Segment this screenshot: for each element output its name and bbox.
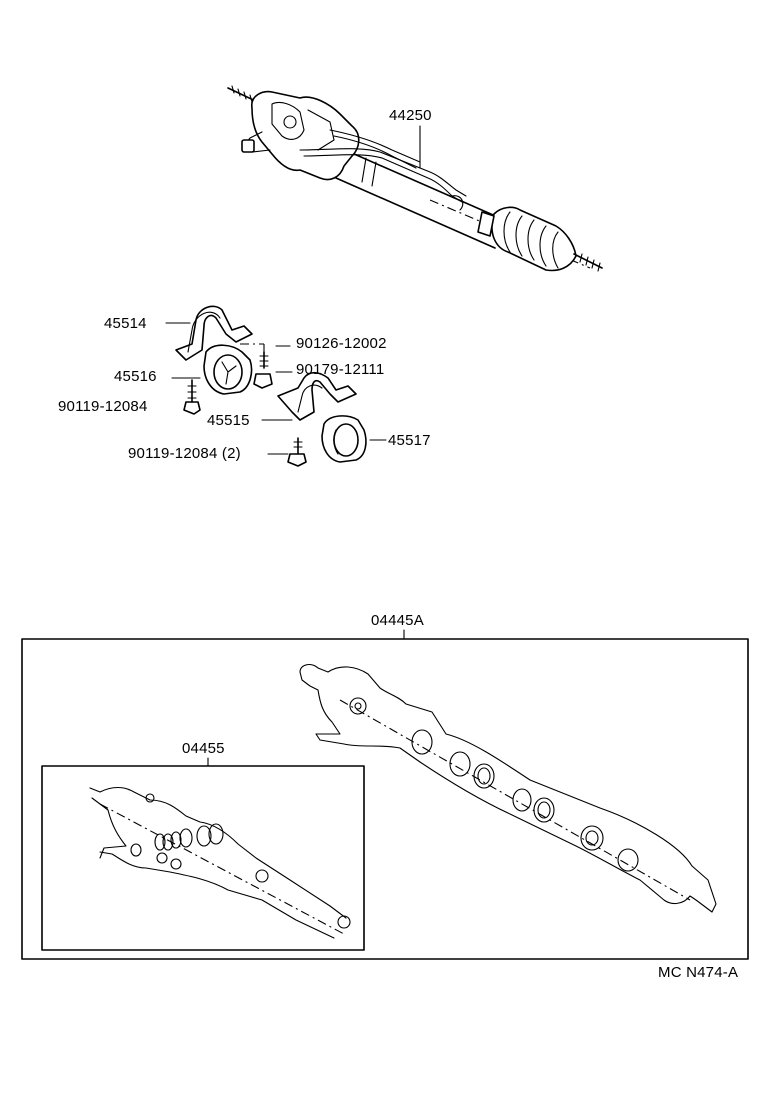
kit-04445a-rack-outline [299, 663, 717, 913]
label-45517: 45517 [388, 432, 431, 449]
screw-and-nut [240, 343, 293, 389]
grommet-45516 [171, 344, 253, 395]
label-45515: 45515 [207, 412, 250, 429]
label-44250: 44250 [389, 107, 432, 124]
kit-04445a-box [21, 638, 749, 960]
bracket-45514 [165, 305, 253, 361]
bolt-left [183, 379, 201, 415]
label-90179-12111: 90179-12111 [296, 361, 385, 378]
label-04455: 04455 [182, 740, 225, 757]
steering-rack-assembly [227, 85, 603, 272]
bracket-45515 [261, 371, 357, 421]
grommet-45517 [321, 415, 387, 463]
label-45514: 45514 [104, 315, 147, 332]
kit-04455-rack-outline [89, 786, 351, 939]
label-04445a: 04445A [371, 612, 424, 629]
label-90119-12084-lower: 90119-12084 (2) [128, 445, 241, 462]
kit-04455-box [41, 765, 365, 951]
label-90119-12084-left: 90119-12084 [58, 398, 148, 415]
label-90126-12002: 90126-12002 [296, 335, 387, 352]
diagram-code: MC N474-A [658, 964, 739, 981]
label-45516: 45516 [114, 368, 157, 385]
bolt-lower [267, 437, 307, 467]
